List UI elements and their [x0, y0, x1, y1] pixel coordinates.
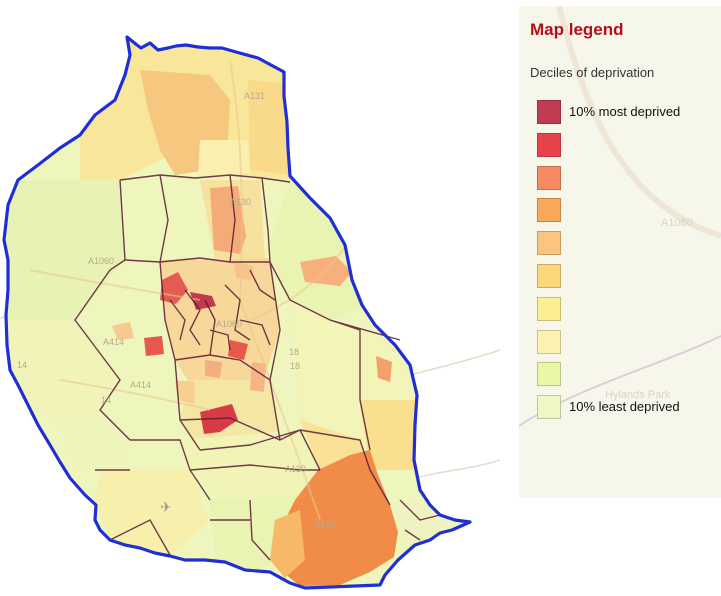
- legend-item: [537, 198, 721, 224]
- map-canvas: A131 A130 A1060 A414 A414 A130 A130 A106…: [0, 35, 500, 590]
- legend-item: 10% most deprived: [537, 100, 721, 126]
- road-label: 18: [289, 347, 299, 357]
- legend-bg-park-label: Hylands Park: [605, 389, 671, 401]
- legend-background-map: A1060 Hylands Park: [519, 6, 721, 427]
- legend-subtitle: Deciles of deprivation: [530, 65, 655, 80]
- airport-icon: ✈: [160, 500, 172, 516]
- legend-swatch: [537, 132, 561, 157]
- legend-item: [537, 362, 721, 388]
- legend-swatch: [537, 395, 561, 420]
- deprivation-map[interactable]: A131 A130 A1060 A414 A414 A130 A130 A106…: [0, 0, 500, 596]
- legend-item-label: 10% least deprived: [569, 399, 680, 415]
- legend-swatch: [537, 296, 561, 321]
- legend-swatch: [537, 231, 561, 256]
- ward-boundaries: [74, 174, 441, 561]
- map-roads: [29, 59, 351, 521]
- legend-bg-road-label: A1060: [661, 217, 693, 229]
- road-label: A414: [103, 337, 124, 347]
- road-label: A130: [314, 519, 335, 529]
- road-labels: A131 A130 A1060 A414 A414 A130 A130 A106…: [17, 91, 335, 529]
- legend-swatch: [537, 329, 561, 354]
- legend-item: [537, 296, 721, 323]
- legend-item: [537, 329, 721, 356]
- legend-swatch: [537, 362, 561, 387]
- road-label: 14: [101, 395, 111, 405]
- legend-swatch: [537, 165, 561, 190]
- road-label: A414: [130, 380, 151, 390]
- road-label: A131: [244, 91, 265, 101]
- legend-item: [537, 165, 721, 192]
- legend-swatch: [537, 100, 561, 124]
- legend-item-label: 10% most deprived: [569, 104, 681, 119]
- road-label: A130: [285, 464, 306, 474]
- map-legend: A1060 Hylands Park Map legend Deciles of…: [519, 6, 721, 498]
- legend-item: [537, 132, 721, 159]
- road-label: 14: [17, 360, 27, 370]
- road-label: A1060: [216, 319, 242, 329]
- legend-item: [537, 264, 721, 290]
- district-boundary: [2, 35, 472, 590]
- legend-item: [537, 231, 721, 257]
- legend-title: Map legend: [530, 20, 624, 39]
- legend-item: 10% least deprived: [537, 395, 721, 421]
- road-label: A1060: [88, 256, 114, 266]
- legend-swatch: [537, 198, 561, 223]
- road-label: A130: [230, 197, 251, 207]
- road-label: 18: [290, 361, 300, 371]
- legend-swatch: [537, 264, 561, 288]
